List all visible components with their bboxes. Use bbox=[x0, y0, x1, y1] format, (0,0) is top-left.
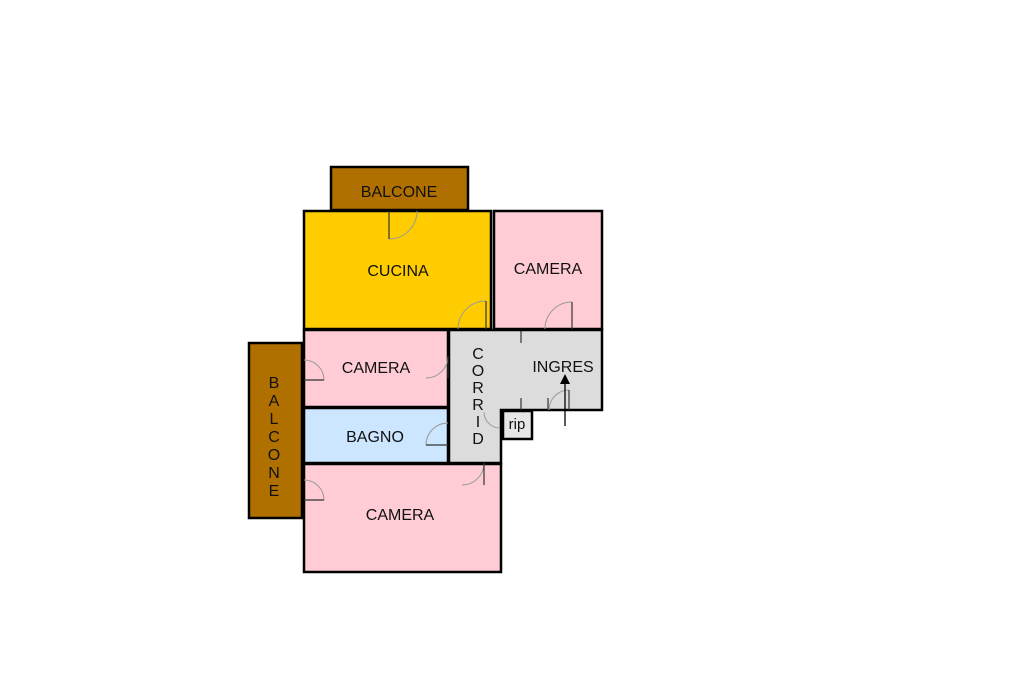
door-swings bbox=[303, 210, 573, 501]
camera-middle-room bbox=[302, 328, 450, 409]
entrance-arrow-icon bbox=[560, 374, 570, 426]
balcone-left-room bbox=[247, 341, 304, 520]
bagno-label: BAGNO bbox=[346, 429, 404, 446]
ripostiglio-label: rip bbox=[509, 416, 526, 433]
camera-middle-label: CAMERA bbox=[342, 360, 411, 377]
camera-top-right-label: CAMERA bbox=[514, 261, 583, 278]
balcone-top-label: BALCONE bbox=[361, 184, 437, 201]
camera-bottom-label: CAMERA bbox=[366, 507, 435, 524]
ripostiglio-room bbox=[501, 409, 534, 441]
bagno-room bbox=[302, 406, 450, 465]
cucina-room bbox=[302, 209, 493, 331]
camera-bottom-room bbox=[302, 462, 503, 574]
cucina-label: CUCINA bbox=[367, 263, 429, 280]
ingresso-label: INGRES bbox=[532, 359, 593, 376]
